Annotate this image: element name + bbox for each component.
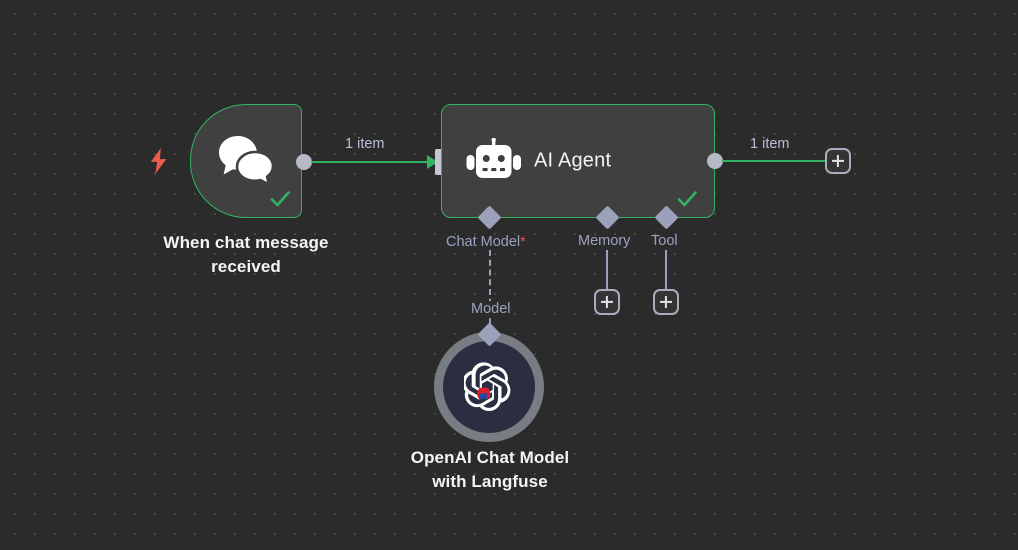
- add-tool-button[interactable]: [653, 289, 679, 315]
- connection-trigger-to-agent[interactable]: [311, 161, 429, 164]
- model-node-inner-circle: [443, 341, 535, 433]
- model-node-label: OpenAI Chat Model with Langfuse: [410, 448, 570, 492]
- add-next-node-button[interactable]: [825, 148, 851, 174]
- required-marker: *: [520, 233, 526, 249]
- trigger-output-port[interactable]: [296, 154, 312, 170]
- sub-label-tool: Tool: [651, 233, 678, 249]
- add-memory-button[interactable]: [594, 289, 620, 315]
- connection-label-agent-to-next: 1 item: [750, 136, 790, 152]
- node-when-chat-message-received[interactable]: [190, 104, 302, 218]
- trigger-node-label: When chat message received: [163, 233, 329, 277]
- connection-agent-to-memory-placeholder[interactable]: [606, 250, 609, 292]
- node-openai-chat-model-with-langfuse[interactable]: [434, 332, 544, 442]
- sub-target-label-model: Model: [468, 301, 514, 317]
- agent-output-port[interactable]: [707, 153, 723, 169]
- robot-icon: [466, 137, 522, 184]
- lightning-bolt-icon: [148, 148, 170, 174]
- sub-label-chat-model: Chat Model*: [446, 233, 526, 250]
- connection-agent-to-next[interactable]: [722, 160, 827, 163]
- openai-logo-icon: [462, 362, 514, 412]
- sub-label-memory: Memory: [578, 233, 631, 249]
- ai-agent-title: AI Agent: [534, 149, 612, 172]
- chat-model-label-text: Chat Model: [446, 234, 521, 250]
- node-ai-agent[interactable]: AI Agent: [441, 104, 715, 218]
- connection-label-trigger-to-agent: 1 item: [345, 136, 385, 152]
- trigger-status-check-icon: [268, 187, 292, 211]
- agent-status-check-icon: [675, 187, 699, 211]
- connection-arrow-icon: [427, 155, 438, 169]
- agent-input-port[interactable]: [435, 149, 444, 175]
- connection-agent-to-chat-model[interactable]: [489, 250, 491, 334]
- chat-bubbles-icon: [217, 134, 275, 187]
- connection-agent-to-tool-placeholder[interactable]: [665, 250, 668, 292]
